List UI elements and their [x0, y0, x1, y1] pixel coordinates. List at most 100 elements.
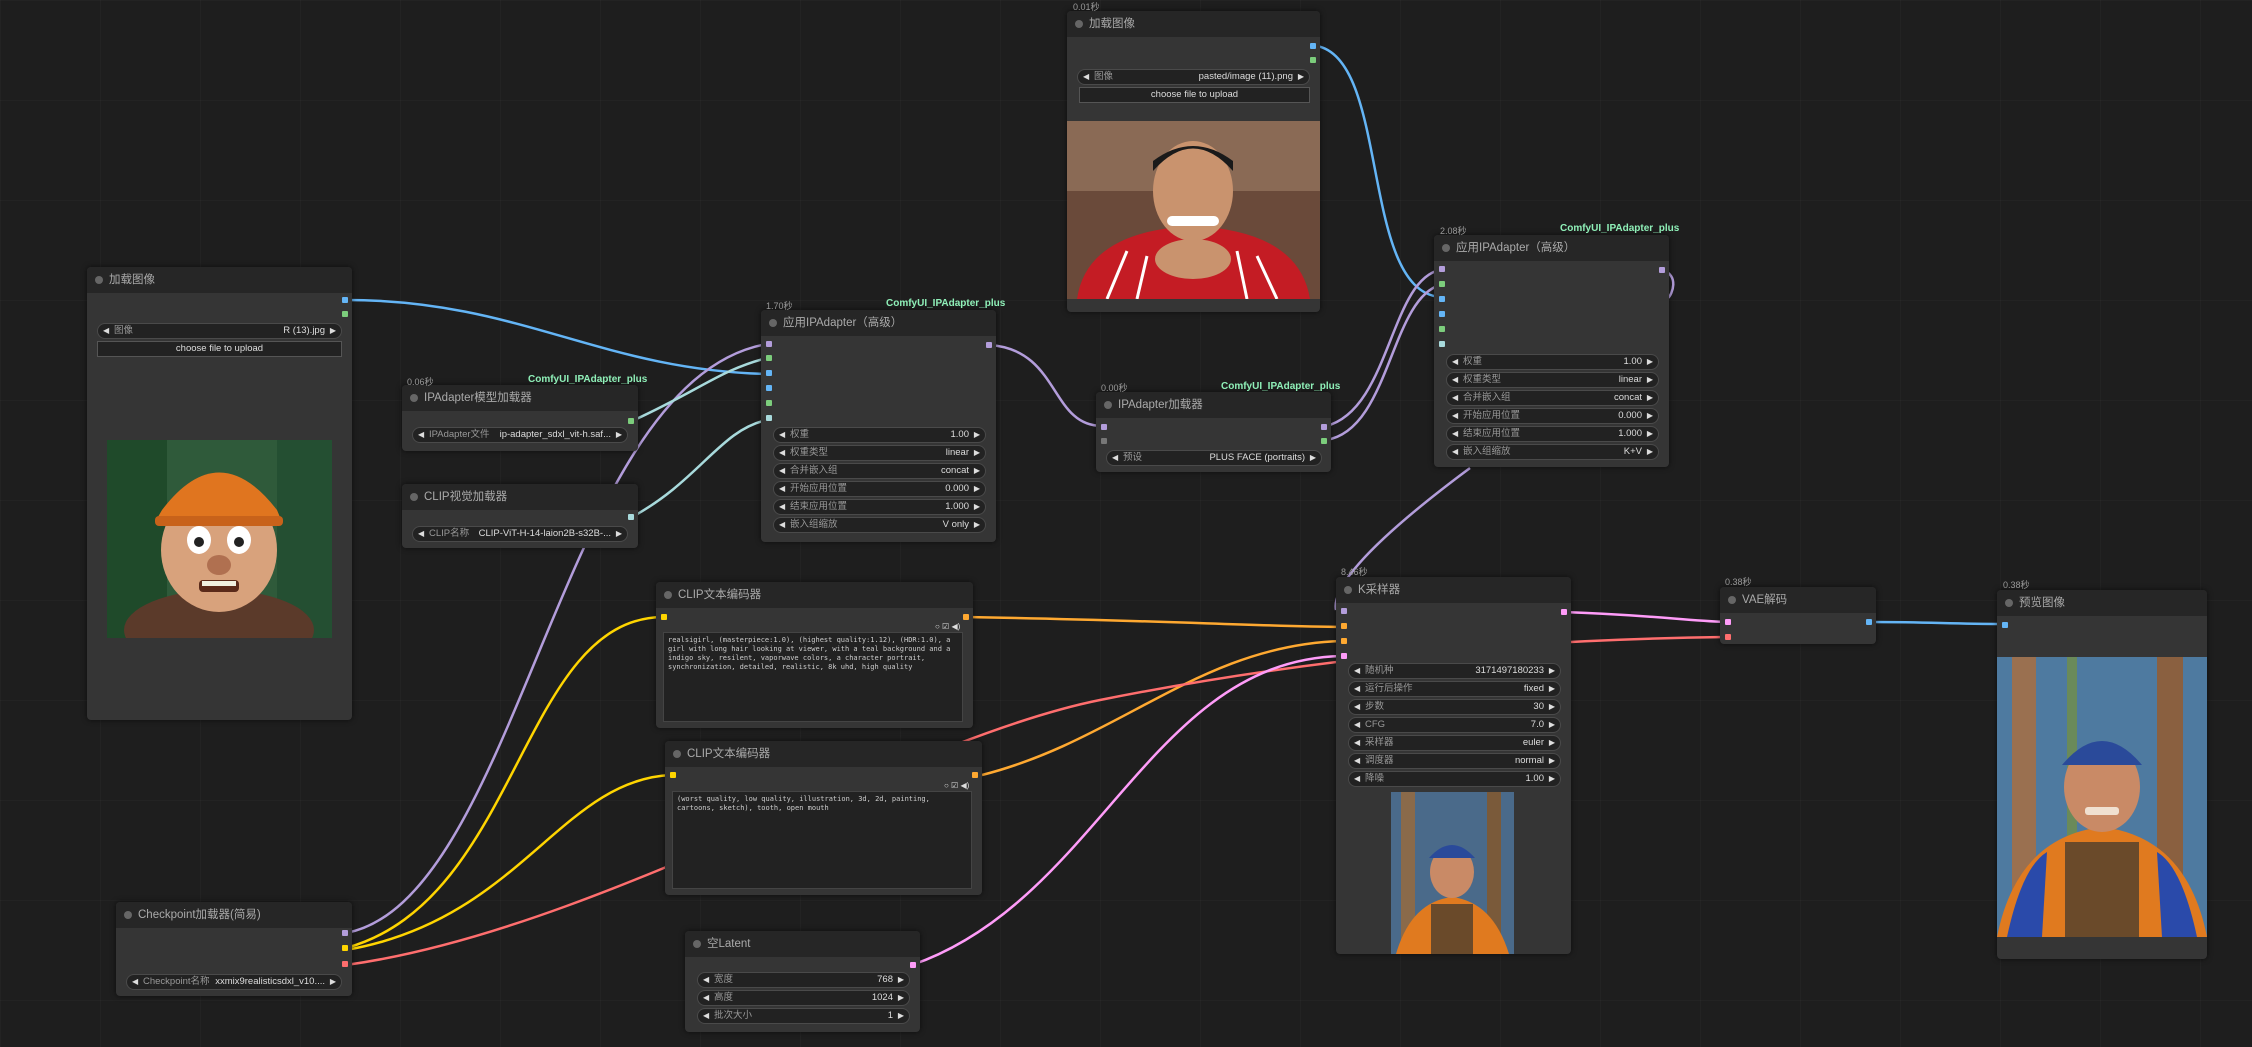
output-model-port[interactable]	[1321, 424, 1327, 430]
image-select[interactable]: ◀ 图像 R (13).jpg ▶	[97, 323, 342, 339]
arrow-left-icon[interactable]: ◀	[1354, 720, 1361, 729]
arrow-left-icon[interactable]: ◀	[1354, 756, 1361, 765]
collapse-dot[interactable]	[410, 394, 418, 402]
collapse-dot[interactable]	[1728, 596, 1736, 604]
output-image-port[interactable]	[1310, 43, 1316, 49]
arrow-left-icon[interactable]: ◀	[703, 993, 710, 1002]
arrow-left-icon[interactable]: ◀	[1354, 738, 1361, 747]
image-select[interactable]: ◀ 图像 pasted/image (11).png ▶	[1077, 69, 1310, 85]
output-ipadapter-port[interactable]	[628, 418, 634, 424]
arrow-left-icon[interactable]: ◀	[1452, 357, 1459, 366]
collapse-dot[interactable]	[1075, 20, 1083, 28]
collapse-dot[interactable]	[664, 591, 672, 599]
collapse-dot[interactable]	[124, 911, 132, 919]
node-title-bar[interactable]: 加载图像	[1067, 11, 1320, 37]
preview-image-node[interactable]: 预览图像	[1997, 590, 2207, 959]
upload-button[interactable]: choose file to upload	[1079, 87, 1310, 103]
input-model-port[interactable]	[1439, 266, 1445, 272]
preset-select[interactable]: ◀ 预设 PLUS FACE (portraits) ▶	[1106, 450, 1322, 466]
arrow-left-icon[interactable]: ◀	[779, 448, 786, 457]
collapse-dot[interactable]	[1104, 401, 1112, 409]
node-title-bar[interactable]: 预览图像	[1997, 590, 2207, 616]
ipadapter-loader-node[interactable]: IPAdapter加载器 ◀ 预设 PLUS FACE (portraits) …	[1096, 392, 1331, 472]
input-vae-port[interactable]	[1725, 634, 1731, 640]
arrow-right-icon[interactable]: ▶	[973, 466, 980, 475]
input-mask-port[interactable]	[766, 400, 772, 406]
output-model-port[interactable]	[1659, 267, 1665, 273]
node-title-bar[interactable]: 加载图像	[87, 267, 352, 293]
node-title-bar[interactable]: K采样器	[1336, 577, 1571, 603]
arrow-left-icon[interactable]: ◀	[779, 430, 786, 439]
arrow-right-icon[interactable]: ▶	[329, 977, 336, 986]
node-title-bar[interactable]: 应用IPAdapter（高级）	[761, 310, 996, 336]
arrow-right-icon[interactable]: ▶	[1646, 429, 1653, 438]
arrow-left-icon[interactable]: ◀	[1354, 702, 1361, 711]
arrow-right-icon[interactable]: ▶	[973, 430, 980, 439]
checkpoint-select[interactable]: ◀ Checkpoint名称 xxmix9realisticsdxl_v10..…	[126, 974, 342, 990]
arrow-right-icon[interactable]: ▶	[1646, 411, 1653, 420]
output-latent-port[interactable]	[910, 962, 916, 968]
input-negative-image-port[interactable]	[766, 385, 772, 391]
ipadapter-file-select[interactable]: ◀ IPAdapter文件 ip-adapter_sdxl_vit-h.saf.…	[412, 427, 628, 443]
collapse-dot[interactable]	[1442, 244, 1450, 252]
input-negative-image-port[interactable]	[1439, 311, 1445, 317]
text-toolbar-icons[interactable]: ○ ☑ ◀)	[935, 622, 961, 631]
arrow-left-icon[interactable]: ◀	[418, 430, 425, 439]
output-model-port[interactable]	[986, 342, 992, 348]
collapse-dot[interactable]	[693, 940, 701, 948]
text-toolbar-icons[interactable]: ○ ☑ ◀)	[944, 781, 970, 790]
node-title-bar[interactable]: CLIP文本编码器	[656, 582, 973, 608]
upload-button[interactable]: choose file to upload	[97, 341, 342, 357]
arrow-left-icon[interactable]: ◀	[779, 520, 786, 529]
load-image-node-2[interactable]: 加载图像 ◀ 图像 pasted/image (11).png ▶ choose…	[1067, 11, 1320, 312]
output-latent-port[interactable]	[1561, 609, 1567, 615]
clip-text-encode-positive-node[interactable]: CLIP文本编码器 ○ ☑ ◀) realsigirl, (masterpiec…	[656, 582, 973, 728]
input-mask-port[interactable]	[1439, 326, 1445, 332]
arrow-right-icon[interactable]: ▶	[1548, 774, 1555, 783]
arrow-right-icon[interactable]: ▶	[973, 484, 980, 493]
arrow-right-icon[interactable]: ▶	[1548, 684, 1555, 693]
input-images-port[interactable]	[2002, 622, 2008, 628]
output-conditioning-port[interactable]	[972, 772, 978, 778]
input-image-port[interactable]	[1439, 296, 1445, 302]
input-clip-port[interactable]	[661, 614, 667, 620]
collapse-dot[interactable]	[1344, 586, 1352, 594]
input-samples-port[interactable]	[1725, 619, 1731, 625]
output-image-port[interactable]	[342, 297, 348, 303]
arrow-right-icon[interactable]: ▶	[1646, 357, 1653, 366]
arrow-right-icon[interactable]: ▶	[615, 430, 622, 439]
arrow-left-icon[interactable]: ◀	[1083, 72, 1090, 81]
arrow-left-icon[interactable]: ◀	[1354, 666, 1361, 675]
input-image-port[interactable]	[766, 370, 772, 376]
collapse-dot[interactable]	[410, 493, 418, 501]
input-ipadapter-port[interactable]	[766, 355, 772, 361]
input-clipvision-port[interactable]	[766, 415, 772, 421]
node-title-bar[interactable]: Checkpoint加载器(简易)	[116, 902, 352, 928]
arrow-right-icon[interactable]: ▶	[1646, 393, 1653, 402]
output-clip-port[interactable]	[342, 945, 348, 951]
input-model-port[interactable]	[1341, 608, 1347, 614]
output-model-port[interactable]	[342, 930, 348, 936]
arrow-left-icon[interactable]: ◀	[779, 484, 786, 493]
input-positive-port[interactable]	[1341, 623, 1347, 629]
clip-vision-loader-node[interactable]: CLIP视觉加载器 ◀ CLIP名称 CLIP-ViT-H-14-laion2B…	[402, 484, 638, 548]
arrow-right-icon[interactable]: ▶	[1646, 375, 1653, 384]
input-clipvision-port[interactable]	[1439, 341, 1445, 347]
node-title-bar[interactable]: CLIP文本编码器	[665, 741, 982, 767]
output-vae-port[interactable]	[342, 961, 348, 967]
vae-decode-node[interactable]: VAE解码	[1720, 587, 1876, 644]
